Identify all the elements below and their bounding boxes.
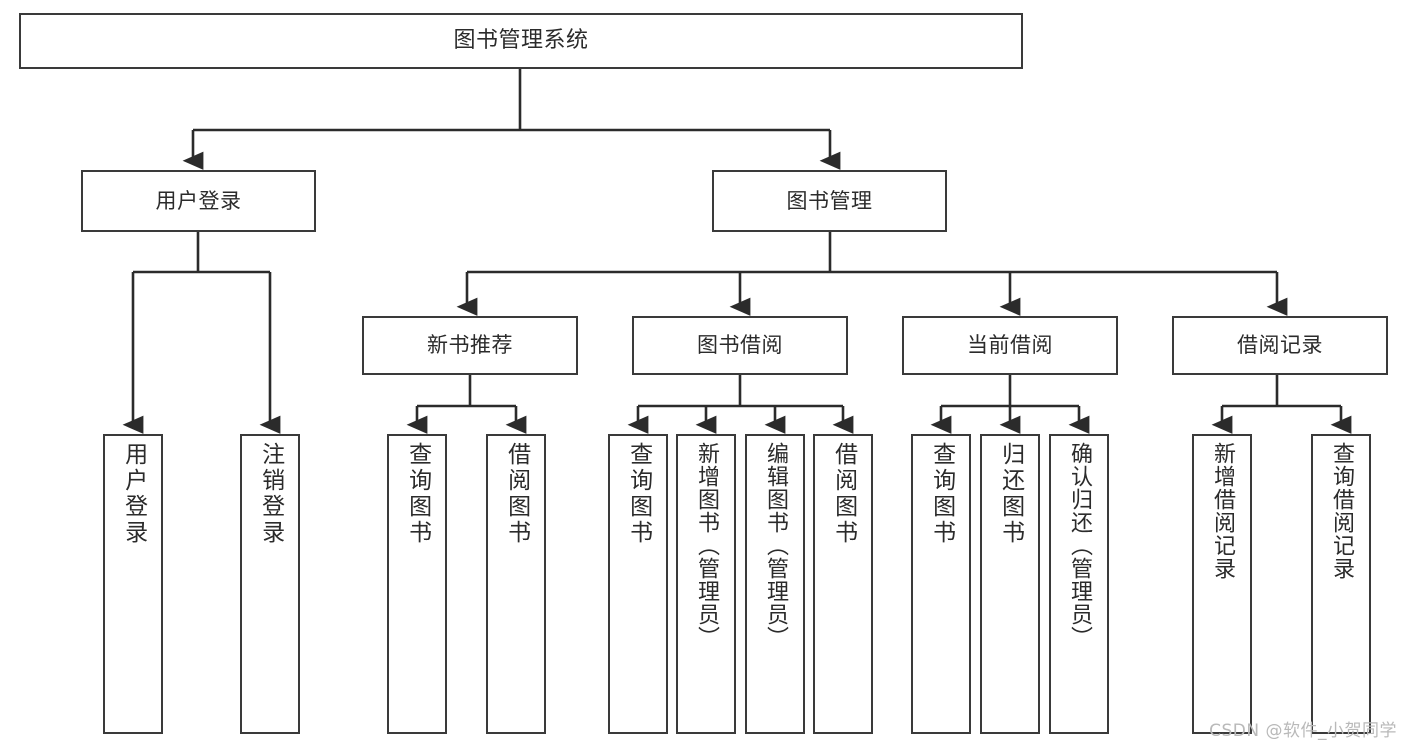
node-label: 归还图书: [997, 442, 1024, 546]
leaf-borrow-query-book[interactable]: 查询图书: [608, 434, 668, 734]
node-user-login[interactable]: 用户登录: [81, 170, 316, 232]
node-label: 查询图书: [404, 442, 431, 546]
node-label: 新书推荐: [427, 333, 513, 357]
leaf-current-query-book[interactable]: 查询图书: [911, 434, 971, 734]
node-label: 借阅记录: [1237, 333, 1323, 357]
node-label: 查询图书: [625, 442, 652, 546]
node-label: 借阅图书: [830, 442, 857, 546]
node-label: 查询借阅记录: [1328, 442, 1354, 580]
node-root-system[interactable]: 图书管理系统: [19, 13, 1023, 69]
node-book-borrow[interactable]: 图书借阅: [632, 316, 848, 375]
node-label: 用户登录: [120, 442, 147, 546]
leaf-recommend-query-book[interactable]: 查询图书: [387, 434, 447, 734]
node-label: 新增图书（管理员）: [693, 442, 719, 649]
node-book-management[interactable]: 图书管理: [712, 170, 947, 232]
node-borrow-record[interactable]: 借阅记录: [1172, 316, 1388, 375]
node-current-borrow[interactable]: 当前借阅: [902, 316, 1118, 375]
leaf-record-query-record[interactable]: 查询借阅记录: [1311, 434, 1371, 734]
node-label: 确认归还（管理员）: [1066, 442, 1092, 649]
node-label: 用户登录: [155, 188, 242, 213]
node-label: 借阅图书: [503, 442, 530, 546]
node-label: 当前借阅: [967, 333, 1053, 357]
watermark-text: CSDN @软件_小贺同学: [1209, 721, 1397, 741]
leaf-current-confirm-return-admin[interactable]: 确认归还（管理员）: [1049, 434, 1109, 734]
leaf-record-add-record[interactable]: 新增借阅记录: [1192, 434, 1252, 734]
leaf-recommend-borrow-book[interactable]: 借阅图书: [486, 434, 546, 734]
leaf-user-login-signout[interactable]: 注销登录: [240, 434, 300, 734]
node-label: 编辑图书（管理员）: [762, 442, 788, 649]
node-label: 图书借阅: [697, 333, 783, 357]
node-label: 图书管理: [786, 188, 873, 213]
node-new-book-recommend[interactable]: 新书推荐: [362, 316, 578, 375]
node-label: 图书管理系统: [453, 28, 589, 53]
node-label: 查询图书: [928, 442, 955, 546]
leaf-borrow-borrow-book[interactable]: 借阅图书: [813, 434, 873, 734]
leaf-borrow-edit-book-admin[interactable]: 编辑图书（管理员）: [745, 434, 805, 734]
leaf-user-login-signin[interactable]: 用户登录: [103, 434, 163, 734]
node-label: 注销登录: [257, 442, 284, 546]
node-label: 新增借阅记录: [1209, 442, 1235, 580]
leaf-borrow-add-book-admin[interactable]: 新增图书（管理员）: [676, 434, 736, 734]
leaf-current-return-book[interactable]: 归还图书: [980, 434, 1040, 734]
